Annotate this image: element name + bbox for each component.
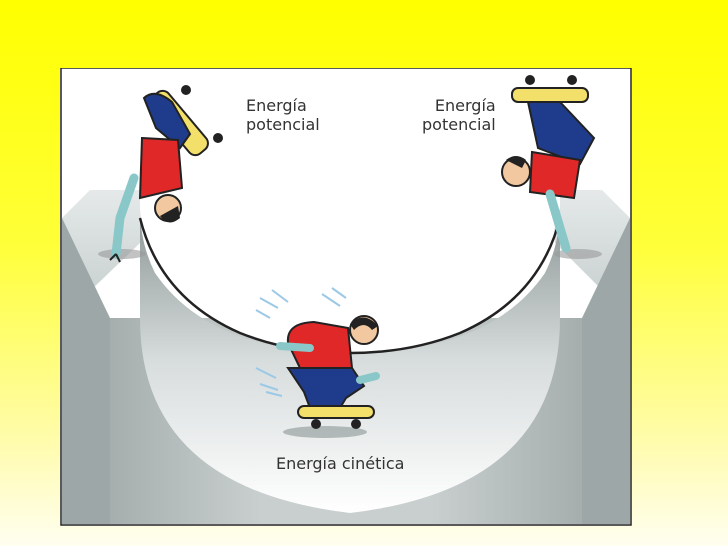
label-line: Energía <box>434 96 496 115</box>
diagram-panel: Energía potencial Energía potencial Ener… <box>60 68 632 526</box>
label-potential-energy-right: Energía potencial <box>422 96 496 134</box>
skateboarder-top-left <box>109 85 223 263</box>
label-kinetic-energy: Energía cinética <box>276 454 405 473</box>
skateboarder-top-right <box>501 75 596 253</box>
skateboarder-bottom <box>255 287 380 429</box>
label-line: potencial <box>422 115 496 134</box>
label-potential-energy-left: Energía potencial <box>246 96 320 134</box>
label-line: potencial <box>246 115 320 134</box>
half-pipe-illustration <box>60 68 632 526</box>
label-line: Energía <box>246 96 307 115</box>
